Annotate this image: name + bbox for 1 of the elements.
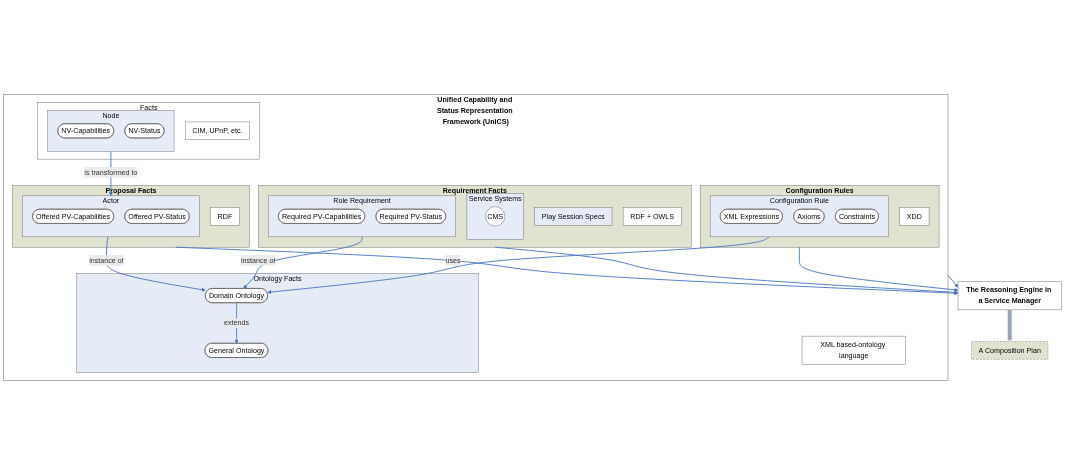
arrow bbox=[1007, 309, 1012, 342]
